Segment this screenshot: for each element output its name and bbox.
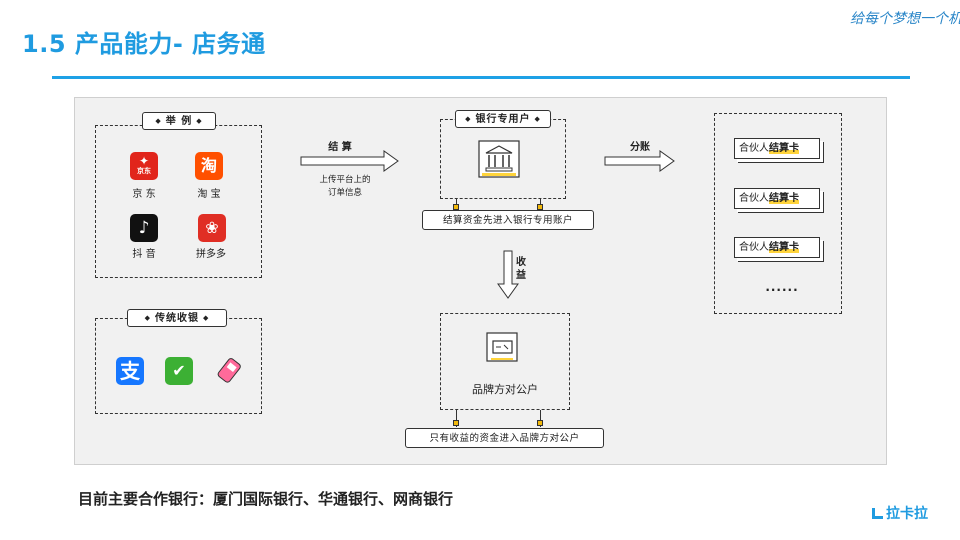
bank-card-icon [486, 332, 520, 364]
bank-building-icon [478, 140, 522, 180]
pos-terminal-icon [216, 357, 244, 385]
brand-account-box [440, 313, 570, 410]
split-label: 分账 [630, 142, 650, 153]
app-label-jd: 京 东 [132, 189, 156, 200]
settle-arrow [300, 150, 399, 172]
title-divider [52, 76, 910, 79]
partner-card-3: 合伙人结算卡 [734, 237, 820, 258]
settle-sub-1: 上传平台上的 [319, 175, 371, 185]
slogan-logo: 给每个梦想一个机会 [850, 11, 960, 27]
douyin-logo-icon: ♪ [130, 214, 158, 242]
partner-banks-note: 目前主要合作银行：厦门国际银行、华通银行、网商银行 [78, 490, 454, 508]
partner-card-2: 合伙人结算卡 [734, 188, 820, 209]
bank-account-caption: 结算资金先进入银行专用账户 [422, 210, 594, 230]
jd-logo-icon: ✦京东 [130, 152, 158, 180]
income-arrow [497, 250, 519, 299]
app-label-douyin: 抖 音 [132, 249, 156, 260]
brand-logo-icon [872, 508, 883, 519]
page-title: 1.5 产品能力- 店务通 [22, 30, 266, 58]
partners-more: ······ [765, 283, 799, 297]
brand-logo: 拉卡拉 [872, 503, 928, 523]
brand-connector-right [540, 410, 541, 427]
brand-account-caption: 只有收益的资金进入品牌方对公户 [405, 428, 604, 448]
wechat-pay-icon: ✔ [165, 357, 193, 385]
pinduoduo-logo-icon: ❀ [198, 214, 226, 242]
split-arrow [604, 150, 675, 172]
taobao-logo-icon: 淘 [195, 152, 223, 180]
brand-connector-dot-left [453, 420, 459, 426]
settle-label: 结 算 [328, 142, 352, 153]
bank-connector-dot-left [453, 204, 459, 210]
app-label-pinduoduo: 拼多多 [196, 249, 226, 260]
brand-connector-left [456, 410, 457, 427]
app-label-taobao: 淘 宝 [197, 189, 221, 200]
bank-connector-dot-right [537, 204, 543, 210]
income-label: 收 益 [516, 257, 526, 281]
traditional-cashier-tag: ◆传统收银◆ [127, 309, 227, 327]
examples-tag: ◆举 例◆ [142, 112, 216, 130]
examples-box [95, 125, 262, 278]
settle-sub-2: 订单信息 [327, 188, 362, 198]
bank-account-tag: ◆银行专用户◆ [455, 110, 551, 128]
brand-connector-dot-right [537, 420, 543, 426]
brand-account-label: 品牌方对公户 [472, 383, 538, 396]
partner-card-1: 合伙人结算卡 [734, 138, 820, 159]
alipay-icon: 支 [116, 357, 144, 385]
partners-box [714, 113, 842, 314]
